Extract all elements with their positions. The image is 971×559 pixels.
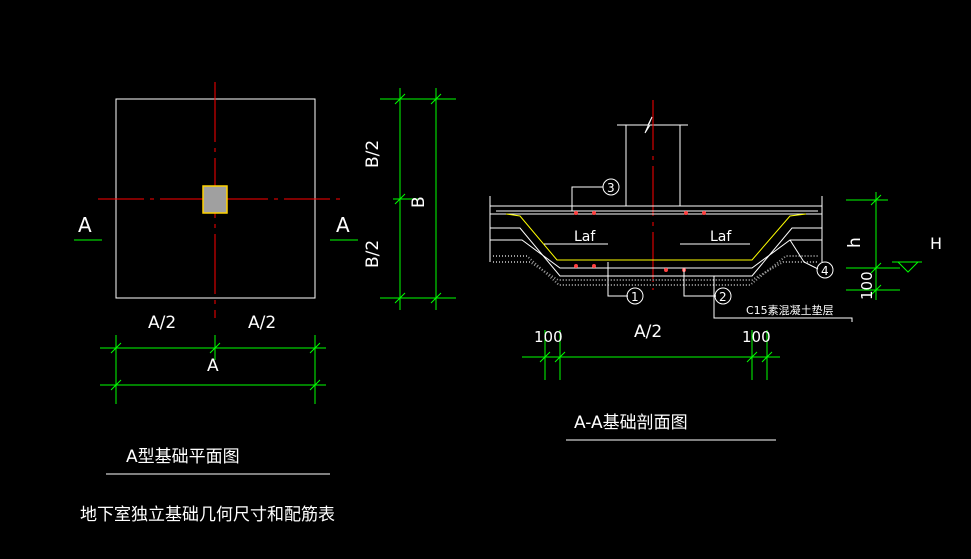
footing-body xyxy=(489,196,823,277)
plan-title: A型基础平面图 xyxy=(126,447,240,467)
section-view: Laf Laf 3 1 2 4 C15素混凝土垫层 xyxy=(489,100,942,441)
dim-cushion-thickness: 100 xyxy=(858,271,876,300)
column-stub xyxy=(617,116,688,206)
rebar-mark-4: 4 xyxy=(816,261,834,279)
rebar-mark-4-label: 4 xyxy=(821,264,829,278)
rebar-mark-1-label: 1 xyxy=(631,290,639,304)
rebar-mark-2: 2 xyxy=(714,287,732,305)
section-mark-left: A xyxy=(78,213,92,237)
anchorage-right: Laf xyxy=(710,229,732,245)
table-caption: 地下室独立基础几何尺寸和配筋表 xyxy=(80,505,335,525)
dim-offset-left: 100 xyxy=(534,328,563,346)
dim-half-width: A/2 xyxy=(634,322,662,342)
dim-half-length-top: B/2 xyxy=(363,140,383,168)
dim-total-width: A xyxy=(207,356,219,376)
dim-depth: H xyxy=(930,234,942,253)
rebar-lines xyxy=(496,210,818,272)
cushion-note: C15素混凝土垫层 xyxy=(746,303,834,317)
dim-half-width-left: A/2 xyxy=(148,313,176,333)
dimension-right xyxy=(380,88,456,310)
dim-half-length-bottom: B/2 xyxy=(363,240,383,268)
section-mark-right: A xyxy=(336,213,350,237)
rebar-mark-1: 1 xyxy=(626,287,644,305)
section-title: A-A基础剖面图 xyxy=(574,413,688,433)
dim-total-length: B xyxy=(409,196,429,208)
rebar-leaders xyxy=(571,186,853,322)
rebar-mark-3: 3 xyxy=(602,178,620,196)
anchorage-left: Laf xyxy=(574,229,596,245)
rebar-mark-2-label: 2 xyxy=(719,290,727,304)
section-dim-bottom xyxy=(522,330,780,380)
dim-height: h xyxy=(845,237,865,248)
cushion-hatch xyxy=(493,255,818,286)
column-section xyxy=(202,185,228,214)
plan-view: A A A/2 A/2 A xyxy=(74,82,456,475)
dim-offset-right: 100 xyxy=(742,328,771,346)
dim-half-width-right: A/2 xyxy=(248,313,276,333)
section-dim-right xyxy=(846,192,922,300)
rebar-mark-3-label: 3 xyxy=(607,181,615,195)
dimension-bottom xyxy=(100,335,326,404)
